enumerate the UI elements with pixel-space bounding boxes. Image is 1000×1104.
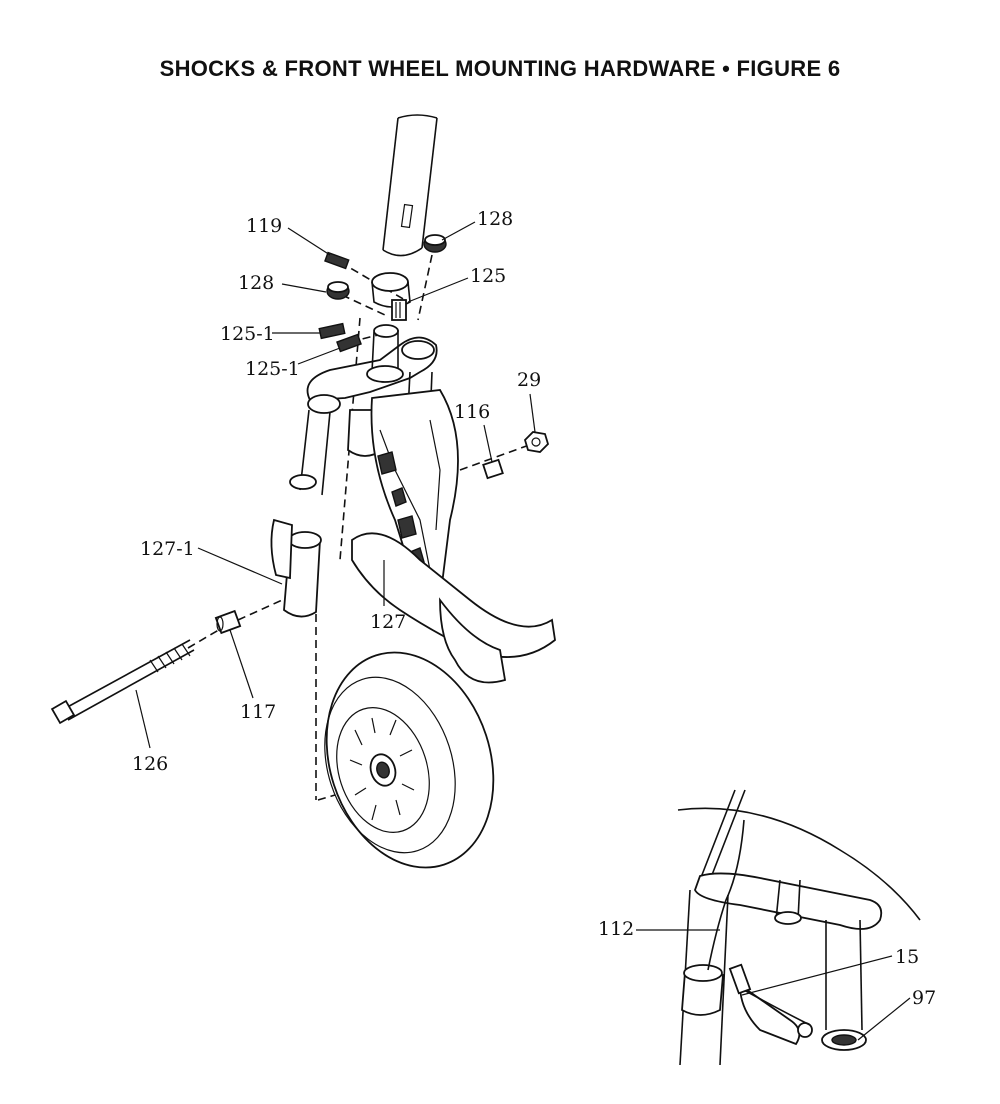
- callout-97: 97: [912, 987, 936, 1009]
- bolt-125-1-upper: [318, 322, 346, 340]
- callout-127: 127: [370, 611, 406, 633]
- bushing-128-right: [423, 234, 447, 253]
- callout-119: 119: [246, 215, 282, 237]
- bolt-119: [324, 251, 350, 270]
- fork-assembly: [270, 324, 556, 684]
- spacer-116: [482, 458, 504, 480]
- bushing-128-left: [326, 281, 350, 300]
- front-wheel: [324, 651, 495, 869]
- callout-125: 125: [470, 265, 506, 287]
- callout-117: 117: [240, 701, 276, 723]
- callout-128-left: 128: [238, 272, 274, 294]
- axle-bolt-126: [50, 639, 195, 725]
- callout-112: 112: [598, 918, 634, 940]
- callout-128-right: 128: [477, 208, 513, 230]
- callout-116: 116: [454, 401, 490, 423]
- callout-127-1: 127-1: [140, 538, 195, 560]
- nut-29: [523, 431, 550, 453]
- leader-lines: [135, 221, 911, 1041]
- callout-125-1-upper: 125-1: [220, 323, 275, 345]
- callout-29: 29: [517, 369, 541, 391]
- figure-title: SHOCKS & FRONT WHEEL MOUNTING HARDWARE •…: [159, 56, 841, 81]
- callout-labels: 119 128 128 125 125-1 125-1 29 116 127-1…: [132, 208, 936, 1009]
- inset-detail: [677, 789, 921, 1066]
- bolt-125-1-lower: [336, 333, 362, 353]
- callout-126: 126: [132, 753, 168, 775]
- steering-tube: [382, 114, 438, 257]
- clamp-125: [371, 272, 411, 321]
- callout-15: 15: [895, 946, 919, 968]
- callout-125-1-lower: 125-1: [245, 358, 300, 380]
- spacer-117: [214, 609, 242, 635]
